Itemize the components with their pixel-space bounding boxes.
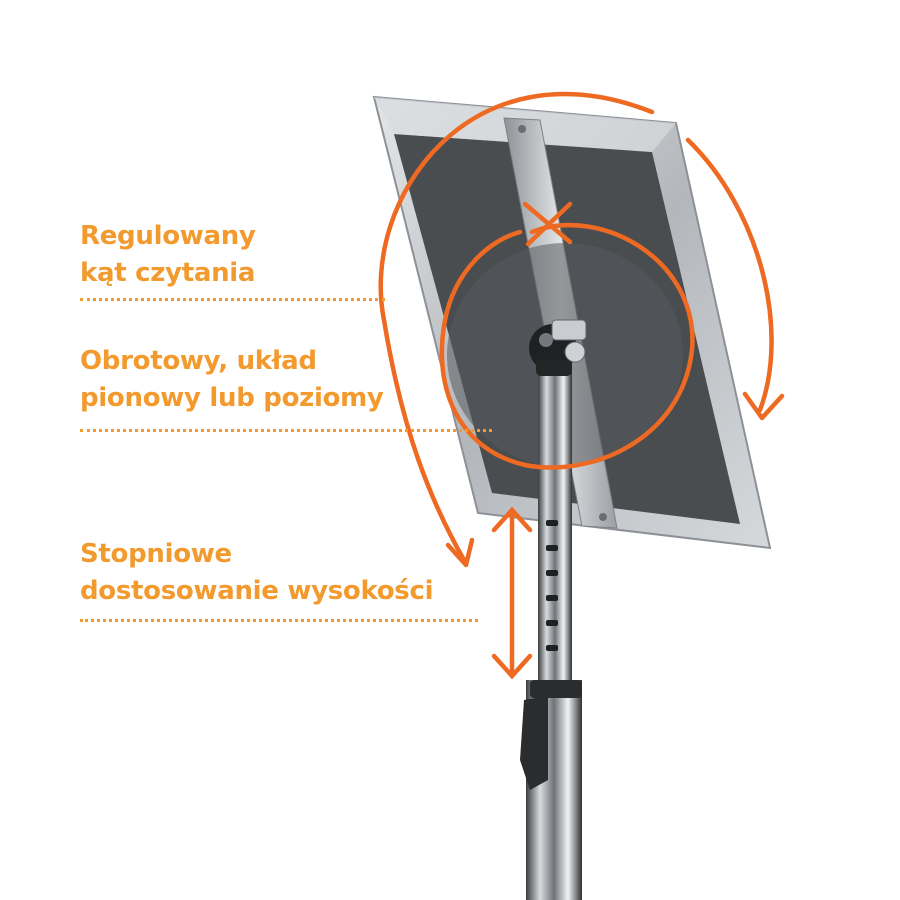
- dotted-divider: [80, 298, 385, 301]
- stand-pole: [520, 360, 582, 900]
- reading-angle-arrow: [378, 91, 655, 563]
- feature-line: kąt czytania: [80, 258, 256, 288]
- feature-rotation: Obrotowy, układ pionowy lub poziomy: [80, 343, 384, 417]
- feature-line: Stopniowe: [80, 539, 232, 569]
- feature-line: dostosowanie wysokości: [80, 576, 434, 606]
- swivel-joint: [529, 319, 587, 376]
- knob-icon: [564, 341, 586, 363]
- dotted-divider: [80, 429, 492, 432]
- rotation-arrow: [439, 222, 695, 470]
- feature-line: pionowy lub poziomy: [80, 383, 384, 413]
- rotation-arrows: [378, 91, 785, 680]
- screw-icon: [518, 125, 526, 133]
- feature-line: Regulowany: [80, 221, 256, 251]
- feature-line: Obrotowy, układ: [80, 346, 317, 376]
- dotted-divider: [80, 619, 478, 622]
- feature-height-adjustment: Stopniowe dostosowanie wysokości: [80, 536, 434, 610]
- screw-icon: [599, 513, 607, 521]
- feature-reading-angle: Regulowany kąt czytania: [80, 218, 256, 292]
